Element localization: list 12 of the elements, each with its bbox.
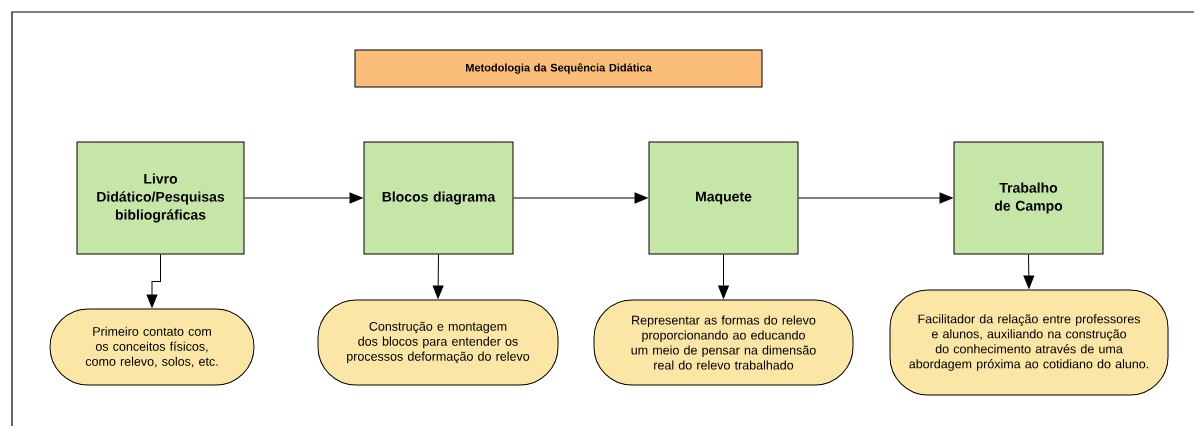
arrow bbox=[718, 254, 729, 299]
arrow bbox=[432, 254, 444, 299]
arrow bbox=[146, 254, 161, 308]
arrow bbox=[513, 192, 648, 204]
process-box: Trabalho de Campo bbox=[953, 141, 1104, 255]
process-box: Blocos diagrama bbox=[363, 141, 514, 255]
arrow bbox=[1023, 254, 1035, 289]
title-box: Metodologia da Sequência Didática bbox=[354, 49, 763, 88]
arrow bbox=[244, 192, 363, 204]
arrow bbox=[798, 192, 953, 204]
process-box: Livro Didático/Pesquisas bibliográficas bbox=[76, 141, 245, 255]
process-box: Maquete bbox=[648, 141, 799, 255]
